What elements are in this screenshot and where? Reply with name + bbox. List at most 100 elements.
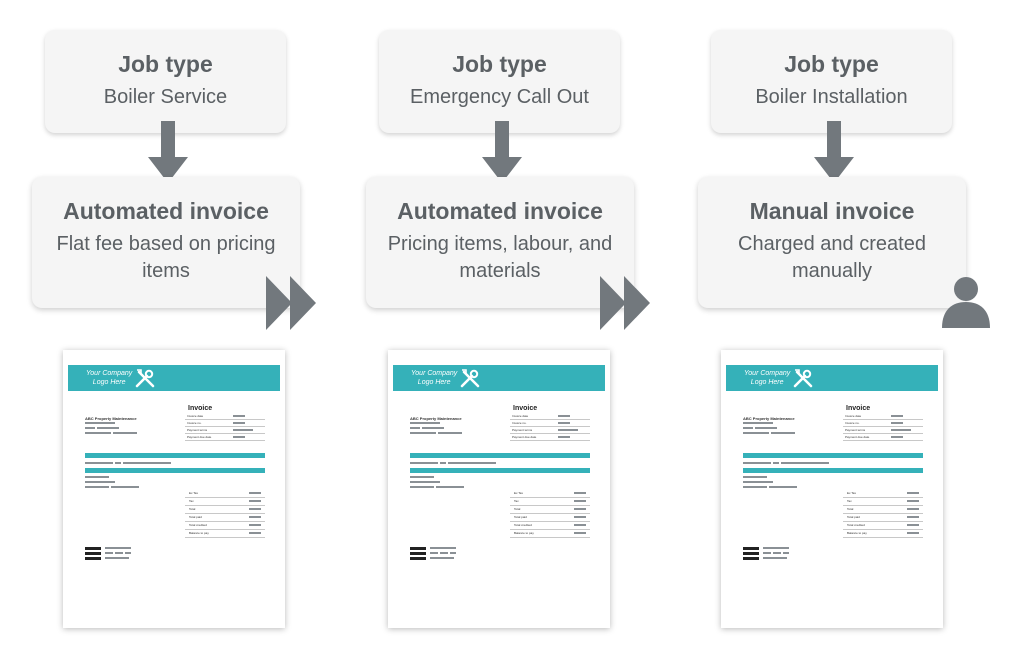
- invoice-header-bar: Your Company Logo Here: [726, 365, 938, 391]
- meta-value-line: [891, 436, 903, 438]
- item-line: [769, 486, 797, 488]
- meta-label: Invoice no.: [845, 421, 860, 425]
- company-logo-placeholder: Your Company Logo Here: [744, 369, 790, 387]
- invoice-type-label: Manual invoice: [749, 198, 915, 224]
- meta-value-line: [891, 429, 911, 431]
- description-line: [743, 462, 771, 464]
- down-arrow-icon: [148, 121, 188, 183]
- totals-row-divider: [843, 505, 923, 506]
- invoice-description: Pricing items, labour, and materials: [387, 233, 613, 282]
- meta-value-line: [558, 422, 570, 424]
- meta-row-divider: [185, 426, 265, 427]
- meta-label: Invoice date: [845, 414, 862, 418]
- totals-label: Ex Tax: [847, 491, 856, 495]
- invoice-title: Invoice: [188, 405, 213, 412]
- totals-value-line: [574, 524, 586, 526]
- meta-value-line: [233, 429, 253, 431]
- totals-label: Tax: [847, 499, 852, 503]
- section-bar: [85, 468, 265, 473]
- totals-value-line: [574, 508, 586, 510]
- job-type-label: Job type: [118, 51, 213, 77]
- totals-value-line: [907, 508, 919, 510]
- totals-row-divider: [185, 513, 265, 514]
- totals-label: Tax: [514, 499, 519, 503]
- job-type-box: Job type Boiler Service: [45, 30, 286, 133]
- totals-row-divider: [510, 537, 590, 538]
- company-name: ABC Property Maintenance: [410, 416, 462, 421]
- address-line: [743, 432, 769, 434]
- totals-label: Total: [514, 507, 521, 511]
- totals-row-divider: [185, 497, 265, 498]
- meta-row-divider: [843, 440, 923, 441]
- column-emergency-call-out: Job type Emergency Call Out Automated in…: [334, 0, 650, 659]
- invoice-description: Flat fee based on pricing items: [56, 233, 276, 282]
- item-line: [743, 476, 767, 478]
- company-logo-placeholder: Your Company Logo Here: [411, 369, 457, 387]
- address-line: [755, 427, 777, 429]
- totals-label: Total credited: [847, 523, 865, 527]
- totals-value-line: [249, 492, 261, 494]
- job-type-label: Job type: [452, 51, 547, 77]
- invoice-type-box: Automated invoice Flat fee based on pric…: [32, 177, 300, 308]
- footer-text-line: [763, 547, 789, 549]
- footer-logo-line: [743, 557, 759, 560]
- description-line: [773, 462, 779, 464]
- double-chevron-right-icon: [266, 276, 316, 330]
- footer-text-line: [440, 552, 448, 554]
- footer-logo-line: [85, 552, 101, 555]
- footer-logo-line: [85, 547, 101, 550]
- address-line: [422, 427, 444, 429]
- meta-row-divider: [510, 419, 590, 420]
- meta-row-divider: [843, 426, 923, 427]
- meta-value-line: [233, 422, 245, 424]
- footer-text-line: [125, 552, 131, 554]
- meta-label: Payment terms: [187, 428, 208, 432]
- down-arrow-icon: [482, 121, 522, 183]
- item-line: [743, 486, 767, 488]
- footer-text-line: [763, 557, 787, 559]
- totals-row-divider: [843, 521, 923, 522]
- totals-row-divider: [185, 537, 265, 538]
- job-type-value: Emergency Call Out: [410, 86, 589, 108]
- section-bar: [743, 453, 923, 458]
- meta-label: Payment due date: [187, 435, 212, 439]
- totals-row-divider: [185, 529, 265, 530]
- footer-text-line: [773, 552, 781, 554]
- address-line: [438, 432, 462, 434]
- address-line: [771, 432, 795, 434]
- logo-line-1: Your Company: [86, 370, 133, 377]
- totals-row-divider: [510, 521, 590, 522]
- meta-value-line: [558, 415, 570, 417]
- totals-row-divider: [843, 529, 923, 530]
- logo-line-1: Your Company: [744, 370, 791, 377]
- item-line: [743, 481, 773, 483]
- description-line: [115, 462, 121, 464]
- meta-value-line: [233, 436, 245, 438]
- totals-label: Total paid: [847, 515, 860, 519]
- totals-row-divider: [843, 497, 923, 498]
- logo-line-2: Logo Here: [417, 379, 451, 386]
- totals-label: Total credited: [189, 523, 207, 527]
- address-line: [743, 422, 773, 424]
- totals-value-line: [907, 524, 919, 526]
- meta-label: Invoice date: [187, 414, 204, 418]
- description-line: [781, 462, 829, 464]
- invoice-document: Your Company Logo Here Invoice ABC Prope…: [388, 350, 610, 628]
- description-line: [440, 462, 446, 464]
- tools-icon: [460, 369, 480, 388]
- column-boiler-service: Job type Boiler Service Automated invoic…: [0, 0, 316, 659]
- meta-value-line: [891, 422, 903, 424]
- description-line: [123, 462, 171, 464]
- logo-line-2: Logo Here: [750, 379, 784, 386]
- address-line: [410, 432, 436, 434]
- meta-row-divider: [843, 419, 923, 420]
- tools-icon: [793, 369, 813, 388]
- totals-row-divider: [185, 505, 265, 506]
- job-type-box: Job type Emergency Call Out: [379, 30, 620, 133]
- footer-text-line: [105, 547, 131, 549]
- section-bar: [410, 453, 590, 458]
- totals-row-divider: [843, 537, 923, 538]
- totals-value-line: [249, 508, 261, 510]
- totals-row-divider: [510, 497, 590, 498]
- totals-value-line: [574, 516, 586, 518]
